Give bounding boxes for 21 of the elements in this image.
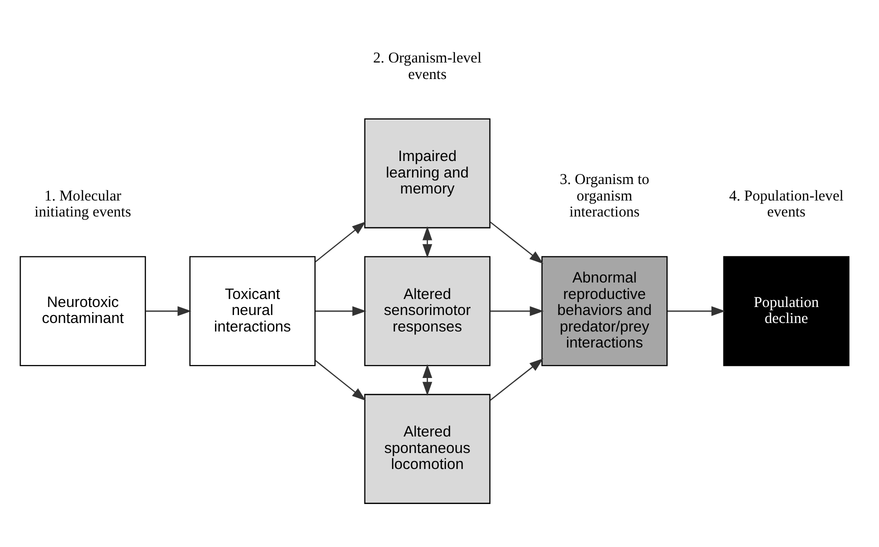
arrow bbox=[422, 226, 432, 258]
label: 1. Molecular initiating events bbox=[34, 188, 132, 221]
arrow bbox=[422, 364, 432, 396]
node-box: Altered sensorimotor responses bbox=[364, 256, 490, 366]
label: 2. Organism-level events bbox=[373, 50, 482, 83]
node-box: Population decline bbox=[723, 256, 850, 366]
node-box: Toxicant neural interactions bbox=[189, 256, 316, 366]
arrow bbox=[490, 358, 544, 401]
arrow bbox=[315, 306, 366, 316]
arrow bbox=[146, 306, 192, 316]
arrow bbox=[667, 306, 726, 316]
node-box: Neurotoxic contaminant bbox=[20, 256, 146, 366]
node-box: Impaired learning and memory bbox=[364, 118, 490, 228]
arrow bbox=[315, 360, 366, 401]
node-box: Abnormal reproductive behaviors and predator/prey interactions bbox=[541, 256, 668, 366]
arrow bbox=[490, 306, 544, 316]
arrow bbox=[490, 221, 544, 264]
arrow bbox=[315, 221, 366, 262]
label: 4. Population-level events bbox=[729, 188, 844, 221]
node-box: Altered spontaneous locomotion bbox=[364, 394, 490, 504]
label: 3. Organism to organism interactions bbox=[560, 172, 650, 221]
